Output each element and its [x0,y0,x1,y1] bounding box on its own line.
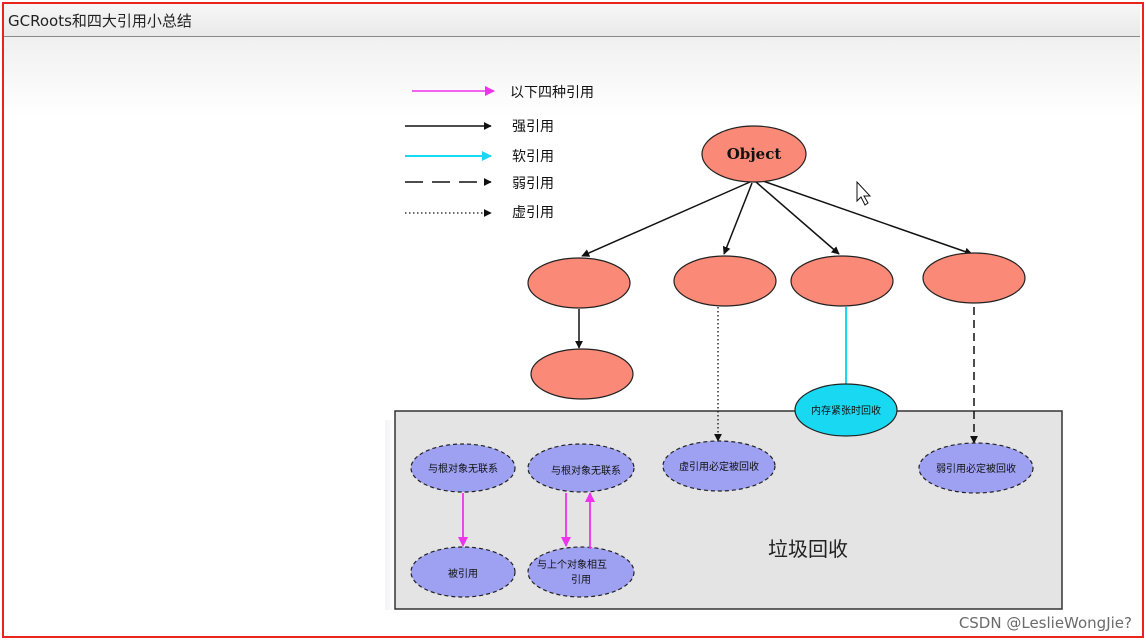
weak-collected-label: 弱引用必定被回收 [936,462,1016,475]
legend-label-strong: 强引用 [512,119,554,135]
phantom-ref-node [673,255,777,307]
edge-root-to-strong [581,181,751,257]
gc-area-label: 垃圾回收 [768,537,848,561]
unlinked-node-2 [527,443,635,493]
weak-ref-node [922,252,1026,304]
strong-ref-node [527,257,631,309]
legend-label-four-refs: 以下四种引用 [510,85,594,101]
title-bar: GCRoots和四大引用小总结 [4,4,1140,37]
unlinked-node-1 [410,443,516,493]
root-object-label: Object [727,145,782,163]
mouse-cursor-icon [856,180,872,206]
root-object-node [701,125,807,183]
legend-label-phantom: 虚引用 [512,205,554,221]
legend-label-soft: 软引用 [512,149,554,165]
window-title: GCRoots和四大引用小总结 [8,12,192,30]
soft-reclaim-label: 内存紧张时回收 [811,404,881,417]
soft-ref-node [790,255,894,307]
unlinked-label-2: 与根对象无联系 [551,464,621,477]
strong-chain-node [530,348,634,400]
edge-root-to-soft [755,181,840,255]
legend-label-weak: 弱引用 [512,176,554,192]
mutual-ref-label-line2: 引用 [571,574,591,586]
edge-root-to-weak [759,179,973,256]
phantom-collected-label: 虚引用必定被回收 [679,460,759,473]
mutual-ref-node [527,546,635,598]
soft-reclaim-node [794,383,898,437]
watermark: CSDN @LeslieWongJie? [958,614,1132,632]
unlinked-label-1: 与根对象无联系 [428,462,498,475]
slide-edge [385,420,395,610]
referenced-label: 被引用 [448,567,478,580]
weak-collected-node [918,442,1034,494]
phantom-collected-node [662,440,776,492]
legend: 以下四种引用 强引用 软引用 弱引用 虚引用 [405,85,594,221]
referenced-node [410,546,516,598]
header-band [4,37,1140,117]
mutual-ref-label-line1: 与上个对象相互 [537,558,607,571]
edge-root-to-phantom [722,182,753,255]
